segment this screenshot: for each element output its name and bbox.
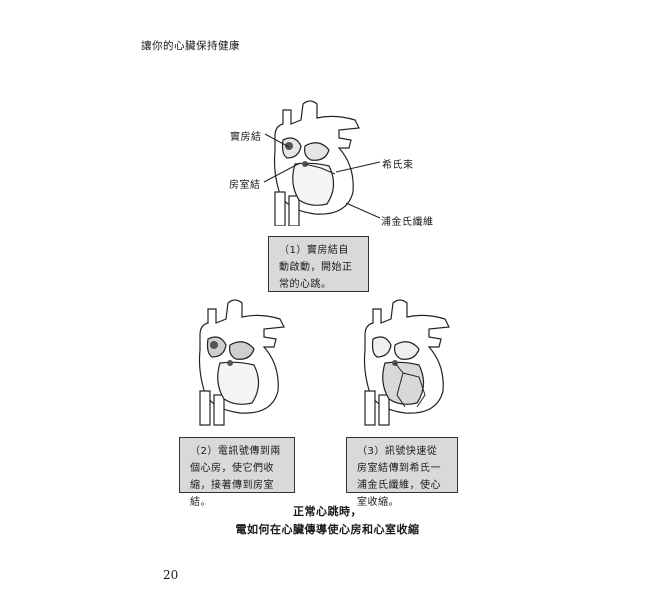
caption-step-1: （1）竇房結自動啟動，開始正常的心跳。 <box>268 236 369 292</box>
page-number: 20 <box>163 568 179 582</box>
label-his-bundle: 希氏束 <box>382 160 414 171</box>
page-header: 讓你的心臟保持健康 <box>141 40 240 52</box>
label-purkinje: 浦金氏纖維 <box>381 217 434 228</box>
heart-diagram-1 <box>273 100 360 226</box>
label-av-node: 房室結 <box>229 180 261 191</box>
caption-step-2: （2）電訊號傳到兩個心房，使它們收縮，接著傳到房室結。 <box>179 437 295 508</box>
summary-line-2: 電如何在心臟傳導使心房和心室收縮 <box>235 523 420 536</box>
summary-line-1: 正常心跳時， <box>293 505 362 518</box>
heart-diagram-2 <box>198 299 285 426</box>
caption-step-3: （3）訊號快速從房室結傳到希氏一浦金氏纖維，使心室收縮。 <box>346 437 458 508</box>
label-sa-node: 竇房結 <box>230 132 262 143</box>
heart-diagram-3 <box>363 299 450 426</box>
